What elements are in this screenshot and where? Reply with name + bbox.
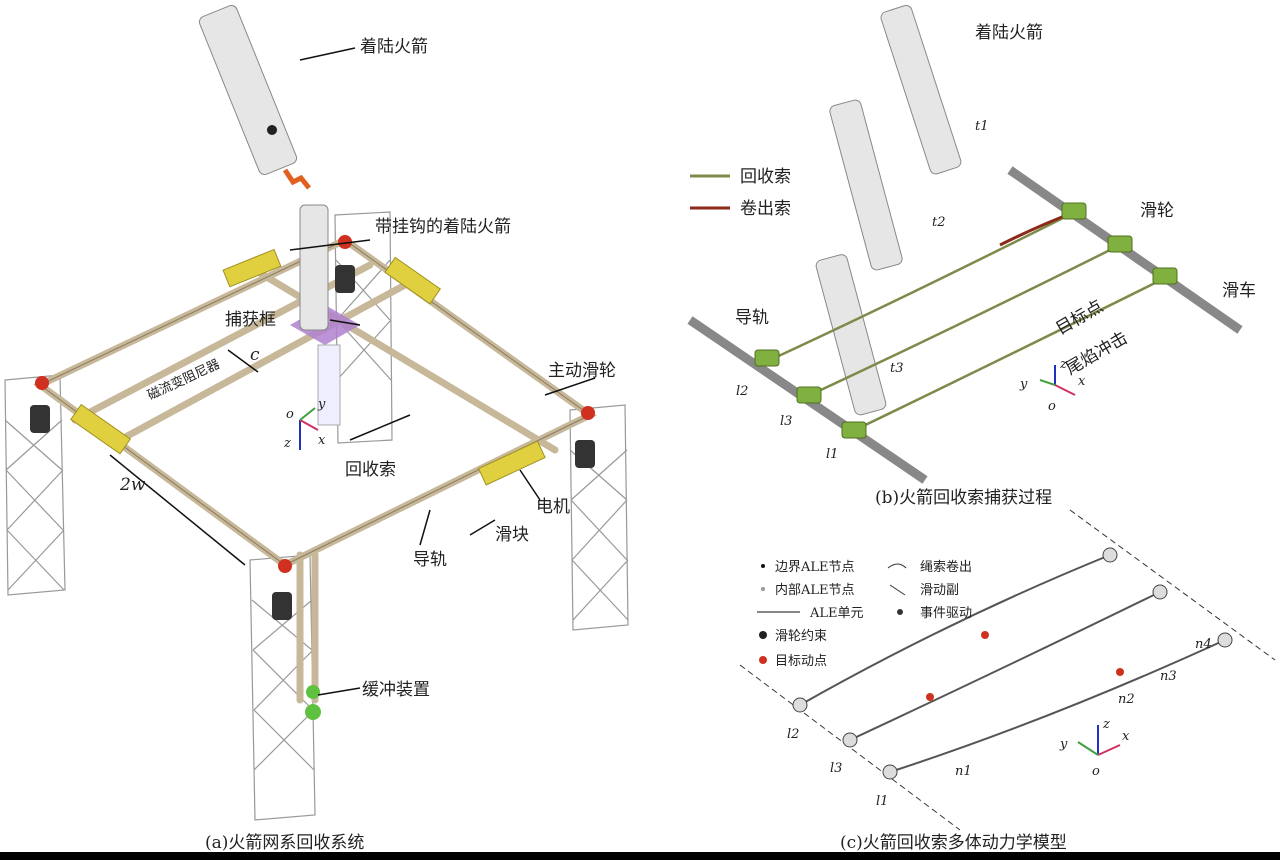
label-n4: n4 xyxy=(1195,637,1212,652)
label-landing-rocket: 着陆火箭 xyxy=(360,37,428,57)
label-slider: 滑块 xyxy=(495,525,529,545)
caption-c: (c)火箭回收索多体动力学模型 xyxy=(840,833,1067,853)
label-n2: n2 xyxy=(1118,692,1135,707)
caption-a: (a)火箭网系回收系统 xyxy=(205,833,364,853)
label-l1-c: l1 xyxy=(876,794,888,809)
landing-rocket-top xyxy=(198,5,311,190)
label-n1: n1 xyxy=(955,764,972,779)
label-trolley: 滑车 xyxy=(1222,281,1256,301)
legend-recovery: 回收索 xyxy=(740,167,791,187)
label-l2-c: l2 xyxy=(787,727,799,742)
caption-b: (b)火箭回收索捕获过程 xyxy=(875,488,1052,508)
axis-o-b: o xyxy=(1048,399,1056,414)
sliders xyxy=(70,248,546,486)
trolleys xyxy=(754,202,1178,439)
label-capture-frame: 捕获框 xyxy=(225,310,276,330)
bottom-border xyxy=(0,852,1280,860)
label-width: 2w xyxy=(119,475,146,495)
label-target-point: 目标点 xyxy=(1053,297,1107,340)
panel-c: 边界ALE节点 内部ALE节点 ALE单元 滑轮约束 目标动点 绳索卷出 滑动副… xyxy=(739,509,1276,853)
axis-x-c: x xyxy=(1122,729,1130,744)
label-l1-b: l1 xyxy=(826,447,838,462)
label-t2: t2 xyxy=(932,215,946,230)
axis-z: z xyxy=(283,436,291,451)
label-rail: 导轨 xyxy=(413,550,447,570)
axis-y-c: y xyxy=(1059,737,1068,752)
panel-a: 着陆火箭 带挂钩的着陆火箭 捕获框 c 磁流变阻尼器 主动滑轮 回收索 电机 滑… xyxy=(4,5,629,853)
panel-b: 回收索 卷出索 着陆火箭 滑轮 滑车 导轨 目标点 尾焰冲击 t1 t2 t3 … xyxy=(687,4,1256,508)
label-motor: 电机 xyxy=(536,497,570,517)
target-points xyxy=(926,631,1124,701)
legend-target-point: 目标动点 xyxy=(775,654,827,669)
legend-event-driven: 事件驱动 xyxy=(920,606,972,621)
label-recovery-cable: 回收索 xyxy=(345,460,396,480)
recovery-cables xyxy=(769,210,1166,432)
axes-a xyxy=(299,407,319,450)
label-t3: t3 xyxy=(890,361,904,376)
width-arrow xyxy=(109,454,246,566)
label-landing-rocket-b: 着陆火箭 xyxy=(975,23,1043,43)
label-l3-c: l3 xyxy=(830,761,842,776)
axis-z-b: z xyxy=(1059,357,1067,372)
axis-x-b: x xyxy=(1078,374,1086,389)
axis-y: y xyxy=(317,397,326,412)
axis-y-b: y xyxy=(1019,377,1028,392)
legend-sliding-pair: 滑动副 xyxy=(920,583,959,598)
axis-z-c: z xyxy=(1102,717,1110,732)
label-l2-b: l2 xyxy=(736,384,748,399)
support-towers xyxy=(4,211,629,821)
axis-x: x xyxy=(318,433,326,448)
label-pulley: 滑轮 xyxy=(1140,201,1174,221)
pulleys xyxy=(35,235,595,573)
axis-o: o xyxy=(286,407,294,422)
label-l3-b: l3 xyxy=(780,414,792,429)
legend-pulley-constraint: 滑轮约束 xyxy=(775,629,827,644)
legend-payout: 卷出索 xyxy=(740,199,791,219)
cable-elements xyxy=(799,554,1226,773)
label-rail-b: 导轨 xyxy=(735,308,769,328)
axis-o-c: o xyxy=(1092,764,1100,779)
gap-arrow xyxy=(227,349,259,373)
label-buffer: 缓冲装置 xyxy=(362,680,430,700)
motors xyxy=(30,265,595,620)
label-n3: n3 xyxy=(1160,669,1177,684)
legend-internal-node: 内部ALE节点 xyxy=(775,582,855,598)
label-plume-impact: 尾焰冲击 xyxy=(1063,328,1132,379)
legend-boundary-node: 边界ALE节点 xyxy=(775,560,855,575)
label-active-pulley: 主动滑轮 xyxy=(548,361,616,381)
legend-ale-element: ALE单元 xyxy=(809,606,864,621)
pulley-constraints xyxy=(792,547,1233,780)
label-t1: t1 xyxy=(975,119,989,134)
legend-cable-payout: 绳索卷出 xyxy=(920,559,972,575)
label-gap: c xyxy=(250,345,260,365)
hooked-rocket xyxy=(299,204,341,426)
rockets-b xyxy=(815,4,962,416)
label-hooked-rocket: 带挂钩的着陆火箭 xyxy=(375,217,511,237)
buffer-device xyxy=(305,685,321,720)
